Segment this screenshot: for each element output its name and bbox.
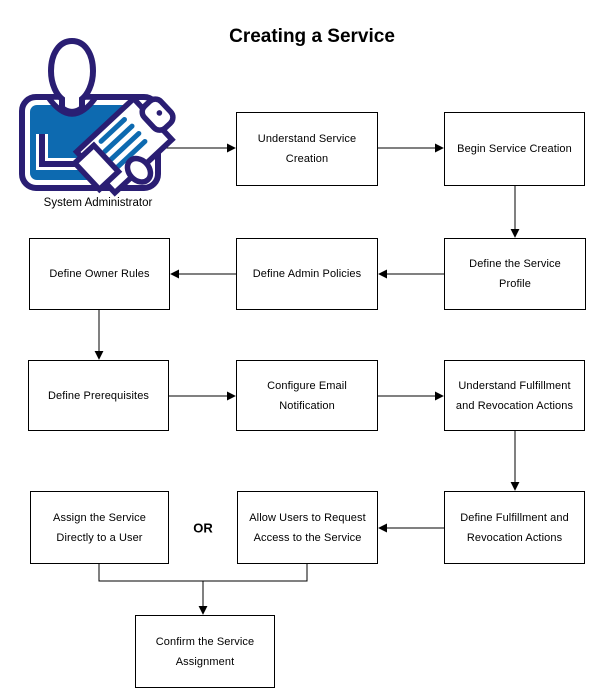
flow-box-confirm-service-assignment: Confirm the Service Assignment <box>135 615 275 688</box>
system-administrator-label: System Administrator <box>43 197 153 209</box>
flow-box-define-fulfillment-revocation: Define Fulfillment and Revocation Action… <box>444 491 585 564</box>
flow-box-allow-users-request-access: Allow Users to Request Access to the Ser… <box>237 491 378 564</box>
system-administrator-figure <box>19 37 176 197</box>
flow-box-define-admin-policies: Define Admin Policies <box>236 238 378 310</box>
flow-box-begin-service-creation: Begin Service Creation <box>444 112 585 186</box>
flow-box-define-owner-rules: Define Owner Rules <box>29 238 170 310</box>
flow-box-define-service-profile: Define the Service Profile <box>444 238 586 310</box>
page-title: Creating a Service <box>229 26 395 47</box>
flow-box-understand-service-creation: Understand Service Creation <box>236 112 378 186</box>
connector-or-merge-bracket <box>98 564 308 582</box>
flow-box-configure-email-notification: Configure Email Notification <box>236 360 378 431</box>
flow-box-assign-service-directly: Assign the Service Directly to a User <box>30 491 169 564</box>
clipboard-icon <box>70 94 176 197</box>
or-label: OR <box>193 520 213 536</box>
connector-layer <box>94 143 520 615</box>
flow-box-understand-fulfillment-revocation: Understand Fulfillment and Revocation Ac… <box>444 360 585 431</box>
flow-box-define-prerequisites: Define Prerequisites <box>28 360 169 431</box>
